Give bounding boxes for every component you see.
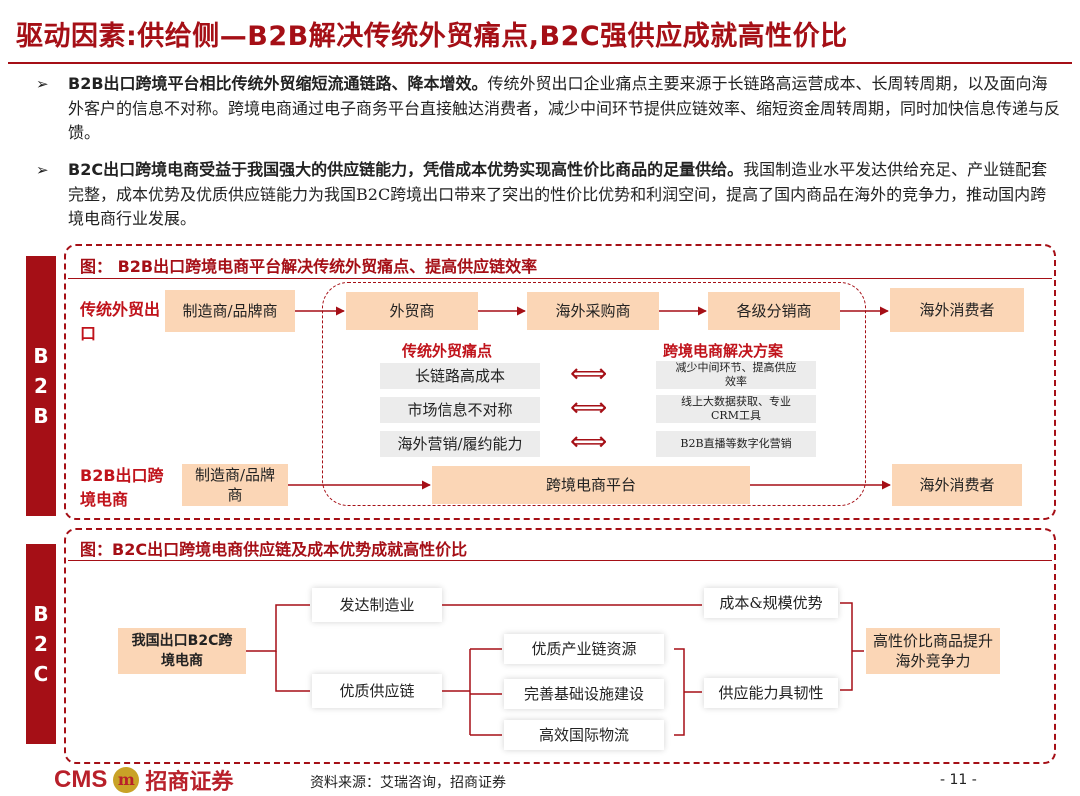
- chain-box-trader: 外贸商: [346, 292, 478, 330]
- bullet-b2c-text: 我国制造业水平发达供给充足、产业链配套完整，成本优势及优质供应链能力为我国B2C…: [68, 160, 1048, 228]
- chain-box-buyer: 海外采购商: [527, 292, 659, 330]
- result-box: 高性价比商品提升海外竞争力: [866, 628, 1000, 674]
- bullet-b2c-bold: B2C出口跨境电商受益于我国强大的供应链能力，凭借成本优势实现高性价比商品的足量…: [68, 160, 744, 179]
- chain-box-distributor: 各级分销商: [708, 292, 840, 330]
- sub-factor-box: 优质产业链资源: [504, 634, 664, 664]
- solution-item: 线上大数据获取、专业CRM工具: [656, 395, 816, 423]
- page-title: 驱动因素:供给侧—B2B解决传统外贸痛点,B2C强供应成就高性价比: [16, 21, 848, 52]
- bullet-b2b: ➢ B2B出口跨境平台相比传统外贸缩短流通链路、降本增效。传统外贸出口企业痛点主…: [36, 72, 1060, 146]
- bullet-arrow-icon: ➢: [36, 161, 49, 179]
- tree-line: [840, 602, 864, 691]
- sidebar-letter: 2: [34, 632, 48, 656]
- b2b-title-rule: [68, 278, 1052, 279]
- chain-box-consumer: 海外消费者: [890, 288, 1024, 332]
- tree-line: [275, 651, 310, 692]
- solution-item: 减少中间环节、提高供应效率: [656, 361, 816, 389]
- pain-points-title: 传统外贸痛点: [402, 342, 493, 360]
- supply-resilience-box: 供应能力具韧性: [704, 678, 838, 708]
- sidebar-letter: B: [33, 602, 49, 626]
- b2b-inner-dashed-frame: [322, 282, 866, 506]
- logo-company-name: 招商证券: [145, 770, 234, 795]
- bullet-b2b-text: 传统外贸出口企业痛点主要来源于长链路高运营成本、长周转周期，以及面向海外客户的信…: [68, 74, 1061, 142]
- traditional-trade-label: 传统外贸出口: [80, 300, 161, 343]
- double-arrow-icon: ⟺: [570, 393, 608, 423]
- b2b-sidebar: B 2 B: [26, 256, 56, 516]
- quality-supply-chain-box: 优质供应链: [312, 674, 442, 708]
- consumer-box-2: 海外消费者: [892, 464, 1022, 506]
- b2c-sidebar: B 2 C: [26, 544, 56, 744]
- maker-brand-box-2: 制造商/品牌商: [182, 464, 288, 506]
- solution-item: B2B直播等数字化营销: [656, 431, 816, 457]
- pain-item: 市场信息不对称: [380, 397, 540, 423]
- footer-logo: CMS m 招商证券: [54, 764, 233, 796]
- b2c-root-box: 我国出口B2C跨境电商: [118, 628, 246, 674]
- bullet-b2b-bold: B2B出口跨境平台相比传统外贸缩短流通链路、降本增效。: [68, 74, 488, 93]
- source-note: 资料来源：艾瑞咨询，招商证券: [310, 775, 506, 791]
- double-arrow-icon: ⟺: [570, 359, 608, 389]
- page-number: - 11 -: [940, 772, 977, 788]
- maker-brand-box: 制造商/品牌商: [165, 290, 295, 332]
- cost-scale-advantage-box: 成本&规模优势: [704, 588, 838, 618]
- b2c-panel-title: 图：B2C出口跨境电商供应链及成本优势成就高性价比: [80, 540, 468, 559]
- bullet-arrow-icon: ➢: [36, 75, 49, 93]
- b2b-panel-title: 图： B2B出口跨境电商平台解决传统外贸痛点、提高供应链效率: [80, 257, 538, 276]
- b2b-panel: [64, 244, 1056, 520]
- logo-emblem-icon: m: [113, 767, 140, 793]
- sub-factor-box: 高效国际物流: [504, 720, 664, 750]
- logo-cms: CMS: [54, 766, 108, 793]
- bullet-b2c: ➢ B2C出口跨境电商受益于我国强大的供应链能力，凭借成本优势实现高性价比商品的…: [36, 158, 1060, 232]
- sub-factor-box: 完善基础设施建设: [504, 679, 664, 709]
- solutions-title: 跨境电商解决方案: [663, 342, 784, 360]
- crossborder-platform-box: 跨境电商平台: [432, 466, 750, 504]
- sidebar-letter: B: [33, 404, 49, 428]
- sidebar-letter: 2: [34, 374, 48, 398]
- tree-line: [246, 604, 310, 652]
- double-arrow-icon: ⟺: [570, 427, 608, 457]
- b2c-panel: [64, 528, 1056, 764]
- developed-manufacturing-box: 发达制造业: [312, 588, 442, 622]
- sidebar-letter: C: [33, 662, 49, 686]
- tree-line: [674, 648, 702, 736]
- pain-item: 海外营销/履约能力: [380, 431, 540, 457]
- pain-item: 长链路高成本: [380, 363, 540, 389]
- b2c-title-rule: [68, 560, 1052, 561]
- sidebar-letter: B: [33, 344, 49, 368]
- b2b-crossborder-label: B2B出口跨境电商: [80, 466, 164, 509]
- tree-line: [442, 648, 502, 736]
- title-divider: [8, 62, 1072, 64]
